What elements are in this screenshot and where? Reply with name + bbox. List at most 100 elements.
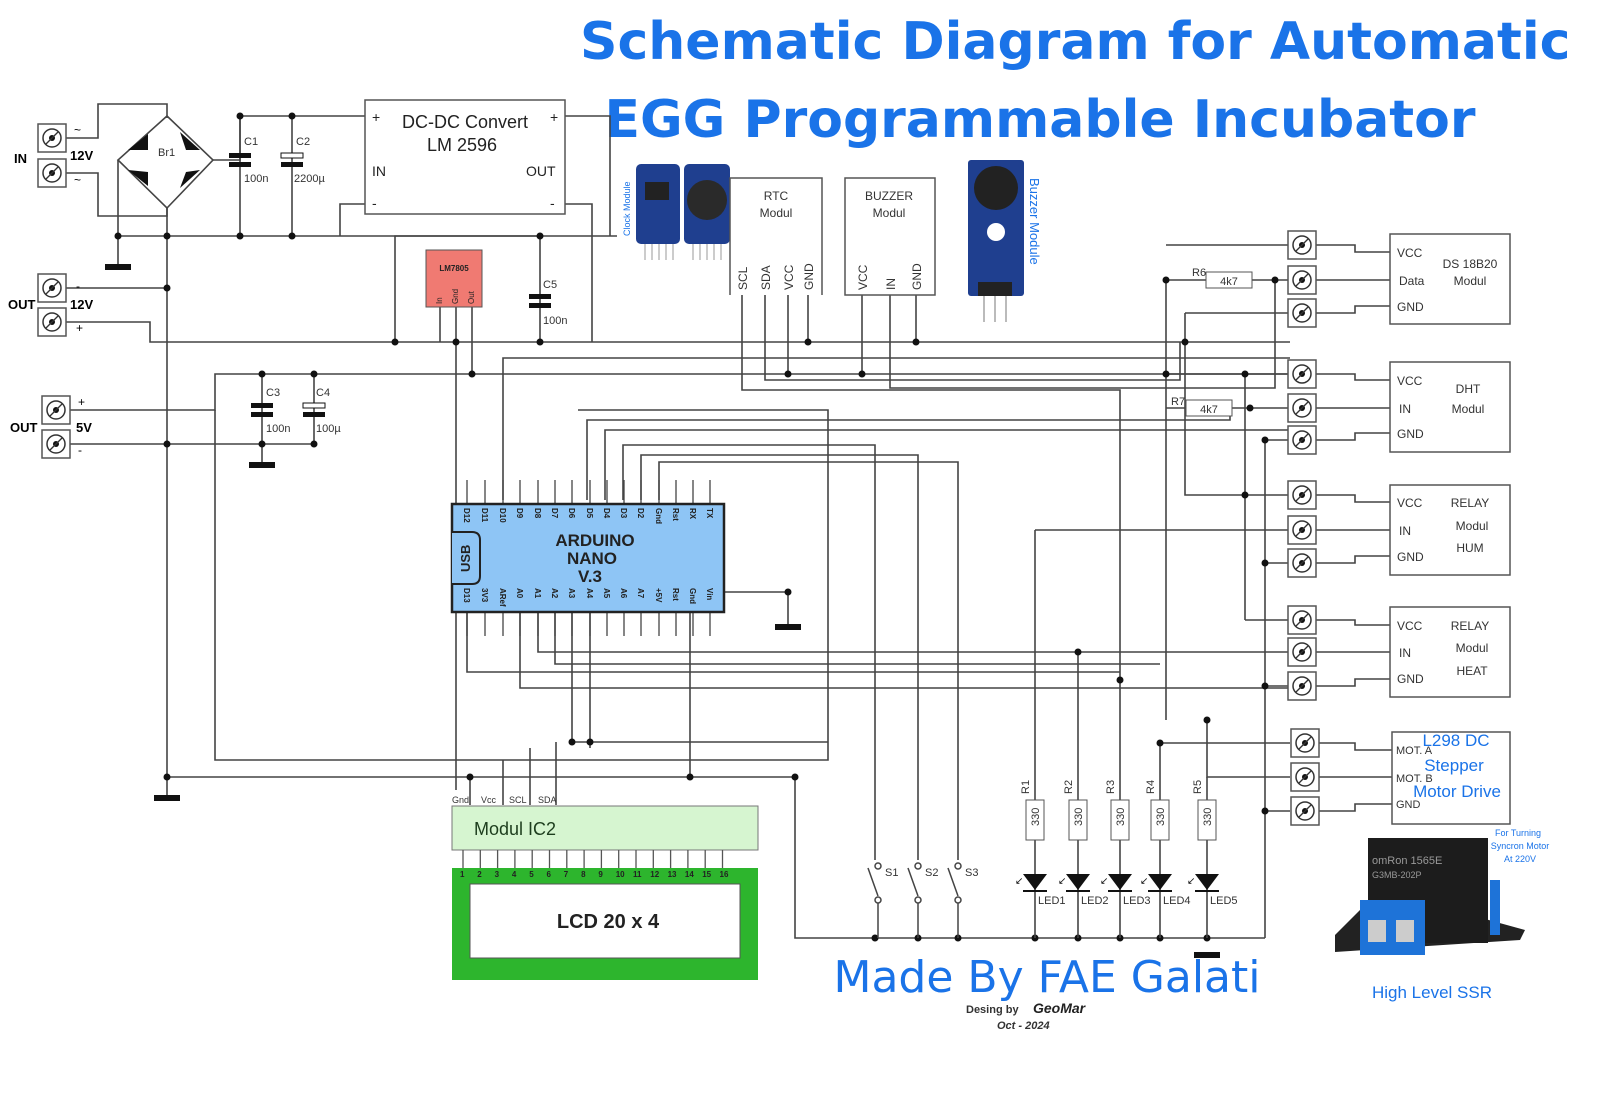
resistor-body [1110,799,1130,841]
resistor-name: R3 [1105,780,1117,794]
svg-text:L298 DC: L298 DC [1422,731,1489,750]
led-label: LED4 [1163,895,1191,907]
capacitor-c2: C2 2200µ [280,136,325,185]
svg-text:VCC: VCC [1397,246,1423,260]
lcd-pin-number: 3 [495,870,500,879]
arduino-top-pin-label: D5 [585,508,594,519]
svg-text:GND: GND [1396,799,1421,811]
svg-text:4k7: 4k7 [1220,276,1238,288]
switch-label: S3 [965,867,978,879]
svg-text:Syncron Motor: Syncron Motor [1491,841,1550,851]
lcd-pin-number: 2 [477,870,482,879]
resistor-value: 330 [1073,808,1085,826]
svg-text:Out: Out [467,290,476,304]
svg-text:Modul: Modul [873,206,906,220]
lcd-pin-number: 4 [512,870,517,879]
arduino-top-pin-label: D6 [567,508,576,519]
light-emission-icon: ↙ [1058,876,1066,887]
svg-text:R7: R7 [1171,396,1185,408]
arduino-bottom-pin-label: ARef [498,588,507,607]
svg-text:Modul: Modul [1456,641,1489,655]
resistor-name: R4 [1145,780,1157,794]
svg-text:100n: 100n [266,423,290,435]
svg-text:Modul: Modul [1456,519,1489,533]
svg-text:R6: R6 [1192,267,1206,279]
arduino-bottom-pin-label: D13 [462,588,471,603]
svg-text:+: + [78,395,85,409]
svg-text:C4: C4 [316,387,330,399]
arduino-top-pin-label: D2 [636,508,645,519]
svg-text:100n: 100n [244,173,268,185]
capacitor-c5: C5 100n [529,279,567,327]
led-label: LED3 [1123,895,1151,907]
lcd-pin-number: 6 [547,870,552,879]
arduino-top-pin-label: D4 [602,508,611,519]
svg-text:-: - [550,195,555,211]
design-date: Oct - 2024 [997,1020,1050,1032]
arduino-top-pin-label: D9 [515,508,524,519]
arduino-top-pin-label: D10 [498,508,507,523]
resistor-name: R1 [1020,780,1032,794]
lcd-pin-number: 13 [668,870,677,879]
led-indicators: 330R1↙LED1330R2↙LED2330R3↙LED3330R4↙LED4… [1015,780,1238,938]
svg-text:VCC: VCC [1397,496,1423,510]
svg-text:IN: IN [1399,402,1411,416]
arduino-top-pin-label: D11 [480,508,489,523]
ground-symbol [249,462,275,468]
led-diode-icon [1148,874,1172,890]
made-by-credit: Made By FAE Galati [833,952,1260,1003]
svg-text:C5: C5 [543,279,557,291]
design-by-label: Desing by [966,1004,1019,1016]
lcd-pin-number: 1 [460,870,465,879]
resistor-name: R2 [1063,780,1075,794]
arduino-bottom-pin-label: 3V3 [480,588,489,603]
svg-text:100n: 100n [543,315,567,327]
svg-text:+: + [550,109,558,125]
arduino-bottom-pin-label: A4 [585,588,594,599]
svg-text:DHT: DHT [1456,382,1481,396]
lcd-pin-number: 8 [581,870,586,879]
svg-text:DC-DC Convert: DC-DC Convert [402,112,528,132]
led-diode-icon [1066,874,1090,890]
svg-text:GND: GND [1397,300,1424,314]
relay-hum-module: VCC IN GND RELAY Modul HUM [1389,484,1511,576]
arduino-top-pin-label: D3 [619,508,628,519]
svg-text:IN: IN [372,163,386,179]
svg-text:MOT. B: MOT. B [1396,773,1433,785]
led-label: LED5 [1210,895,1238,907]
svg-text:Br1: Br1 [158,147,175,159]
resistor-body [1150,799,1170,841]
light-emission-icon: ↙ [1100,876,1108,887]
svg-text:+: + [76,321,83,335]
svg-text:Data: Data [1399,274,1425,288]
svg-text:12V: 12V [70,297,93,312]
led-diode-icon [1023,874,1047,890]
light-emission-icon: ↙ [1140,876,1148,887]
resistor-value: 330 [1202,808,1214,826]
arduino-bottom-pin-label: A2 [550,588,559,599]
resistor-body [1025,799,1045,841]
svg-text:BUZZER: BUZZER [865,189,913,203]
arduino-top-pin-label: RX [688,508,697,520]
arduino-bottom-pin-label: +5V [654,588,663,603]
svg-text:Clock Module: Clock Module [622,181,632,236]
arduino-bottom-pin-label: Vin [705,588,714,600]
svg-text:omRon 1565E: omRon 1565E [1372,855,1442,867]
i2c-module: Gnd Vcc SCL SDA Modul IC2 [451,795,759,870]
svg-text:C1: C1 [244,136,258,148]
module-terminals [1287,230,1320,826]
arduino-top-pin-label: D7 [550,508,559,519]
svg-text:2200µ: 2200µ [294,173,325,185]
svg-text:GND: GND [802,263,816,290]
resistor-value: 330 [1030,808,1042,826]
resistor-r7: 4k7 R7 [1171,396,1233,417]
svg-text:IN: IN [1399,524,1411,538]
svg-text:NANO: NANO [567,549,617,568]
svg-text:Modul: Modul [1452,402,1485,416]
svg-text:Buzzer Module: Buzzer Module [1027,178,1042,265]
svg-text:-: - [372,195,377,211]
svg-text:VCC: VCC [1397,374,1423,388]
resistor-name: R5 [1192,780,1204,794]
svg-text:GND: GND [1397,427,1424,441]
